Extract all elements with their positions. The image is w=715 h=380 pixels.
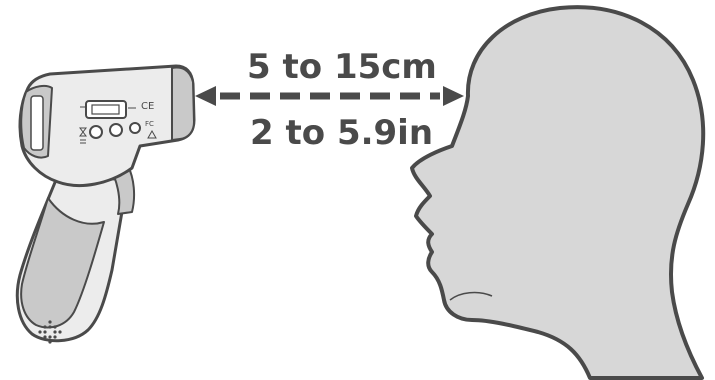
ce-mark: CE [141, 101, 154, 112]
fc-mark: FC [145, 120, 154, 128]
device-button-1 [90, 126, 102, 138]
device-sensor-nose [172, 68, 194, 140]
double-headed-dashed-arrow-icon [195, 86, 464, 106]
distance-metric-label: 5 to 15cm [247, 50, 437, 84]
arrowhead-right [443, 86, 464, 106]
device-rear-window-inner [31, 96, 43, 150]
arrowhead-left [195, 86, 216, 106]
human-head-profile-icon [412, 7, 703, 378]
device-button-2 [110, 124, 122, 136]
thermometer-device-icon: CE FC [17, 66, 194, 344]
distance-imperial-label: 2 to 5.9in [250, 116, 433, 150]
device-button-3 [130, 123, 140, 133]
